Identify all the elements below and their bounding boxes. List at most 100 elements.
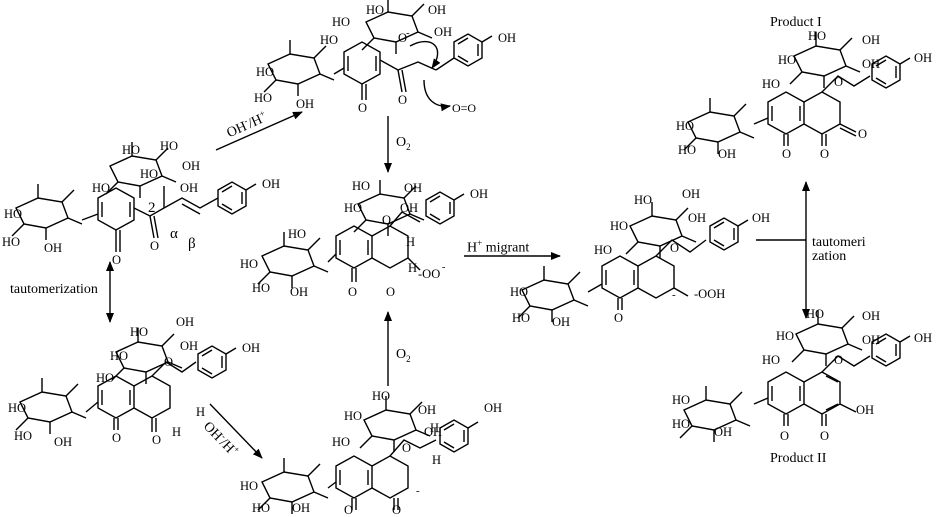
svg-text:OH: OH [404,181,422,195]
svg-text:H: H [408,261,417,275]
svg-text:OH: OH [682,187,700,201]
svg-text:HO: HO [332,435,350,449]
svg-text:HO: HO [110,349,128,363]
svg-text:H: H [196,405,205,419]
svg-text:OH: OH [862,33,880,47]
svg-text:HO: HO [806,307,824,321]
structure-peroxide-anion: HO HO HO OH OH HO HO OH O O O H H -OO - … [240,179,488,299]
svg-text:OH: OH [752,211,770,225]
svg-text:OH: OH [470,187,488,201]
svg-text:HO: HO [762,353,780,367]
label-beta: β [188,236,196,252]
svg-text:O: O [152,433,161,447]
svg-text:HO: HO [344,201,362,215]
svg-text:HO: HO [130,325,148,339]
svg-text:OH: OH [400,201,418,215]
svg-text:O: O [392,503,401,517]
svg-text:HO: HO [672,417,690,431]
svg-text:HO: HO [634,193,652,207]
svg-text:OH: OH [262,177,280,191]
svg-text:OH: OH [290,285,308,299]
svg-text:OH: OH [296,97,314,111]
svg-text:OH: OH [914,51,932,65]
svg-text:HO: HO [672,393,690,407]
atom-hydroperoxide: -OOH [694,287,725,301]
svg-text:H: H [430,421,439,435]
svg-text:OH: OH [292,501,310,515]
svg-text:O: O [834,353,843,367]
svg-text:HO: HO [252,501,270,515]
svg-text:O: O [858,127,867,141]
svg-text:HO: HO [778,53,796,67]
label-tautomerization-right-1: tautomeri [812,235,866,250]
svg-text:O: O [820,147,829,161]
label-product-i: Product I [770,15,822,30]
svg-text:HO: HO [344,409,362,423]
svg-text:HO: HO [332,15,350,29]
svg-text:HO: HO [96,371,114,385]
arrow-d-to-e [209,403,263,459]
svg-text:OH: OH [176,315,194,329]
svg-text:OH: OH [552,315,570,329]
structure-product-ii: HO HO HO OH OH HO HO OH O O OH O OH [672,307,932,443]
atom-peroxide-anion: -OO [418,267,440,281]
svg-text:OH: OH [862,57,880,71]
svg-text:O: O [614,311,623,325]
svg-text:OH: OH [484,401,502,415]
svg-text:HO: HO [8,401,26,415]
svg-text:O: O [398,93,407,107]
svg-text:OH: OH [418,403,436,417]
svg-text:-: - [442,262,445,273]
structure-carbanion: HO HO HO OH OH HO HO OH O O O H H - OH [240,389,502,517]
svg-text:OH: OH [688,211,706,225]
label-tautomerization-left: tautomerization [10,282,98,297]
svg-text:HO: HO [240,479,258,493]
svg-text:OH: OH [434,25,452,39]
svg-text:HO: HO [256,65,274,79]
label-h-migrant: H+ migrant [467,238,530,256]
svg-text:HO: HO [352,179,370,193]
label-tautomerization-right-2: zation [812,249,847,264]
svg-text:HO: HO [512,311,530,325]
svg-text:HO: HO [4,207,22,221]
svg-text:HO: HO [240,257,258,271]
svg-text:O: O [112,253,121,267]
svg-text:HO: HO [510,285,528,299]
svg-text:OH: OH [54,435,72,449]
svg-text:O: O [344,503,353,517]
label-position-2: 2 [148,200,156,216]
svg-text:OH: OH [44,241,62,255]
svg-text:O: O [398,31,407,45]
svg-text:O: O [780,429,789,443]
label-o2-bottom: O2 [396,347,411,364]
svg-text:O: O [386,285,395,299]
svg-text:H: H [406,235,415,249]
svg-text:-: - [672,289,676,301]
svg-text:HO: HO [678,143,696,157]
svg-text:OH: OH [856,403,874,417]
svg-text:HO: HO [676,119,694,133]
svg-text:H: H [432,453,441,467]
svg-text:HO: HO [92,181,110,195]
svg-text:OH: OH [714,425,732,439]
svg-text:-: - [416,485,420,497]
reaction-arrows [106,111,810,459]
svg-text:OH: OH [180,339,198,353]
label-product-ii: Product II [770,451,827,466]
svg-text:O: O [670,241,679,255]
svg-text:HO: HO [320,33,338,47]
svg-text:OH: OH [498,31,516,45]
svg-text:HO: HO [372,389,390,403]
svg-text:OH: OH [914,331,932,345]
svg-text:O: O [402,441,411,455]
arrow-a-to-b [215,111,303,151]
svg-text:OH: OH [428,3,446,17]
svg-text:O: O [358,101,367,115]
svg-text:HO: HO [808,29,826,43]
svg-text:O: O [150,239,159,253]
svg-text:HO: HO [594,243,612,257]
svg-text:HO: HO [610,219,628,233]
svg-text:H: H [172,425,181,439]
label-alpha: α [170,226,178,242]
structure-hydroperoxide: HO HO HO OH OH HO HO OH O O - -OOH OH [510,187,770,329]
